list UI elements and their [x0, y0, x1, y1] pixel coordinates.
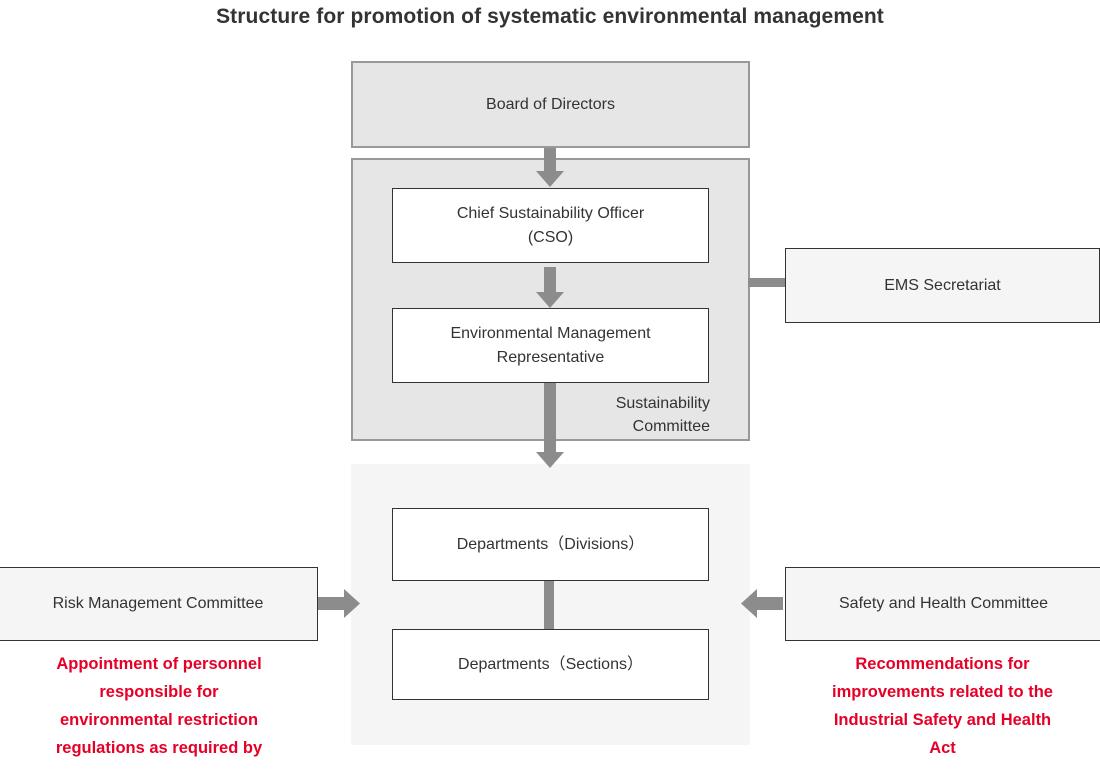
arrow-down-icon — [536, 267, 564, 308]
node-departments-divisions-label: Departments（Divisions） — [456, 535, 645, 553]
node-environmental-management-representative[interactable]: Environmental Management Representative — [392, 308, 709, 383]
arrow-down-icon — [536, 383, 564, 468]
caption-right-line-4: Act — [929, 739, 956, 757]
connector-ems-secretariat — [748, 278, 787, 287]
page-title: Structure for promotion of systematic en… — [216, 5, 884, 28]
node-risk-management-committee[interactable]: Risk Management Committee — [0, 567, 318, 641]
connector-safety-to-departments — [741, 589, 783, 618]
connector-board-to-cso — [536, 145, 564, 187]
caption-safety-health-note: Recommendations for improvements related… — [785, 650, 1100, 762]
emr-line-1: Environmental Management — [450, 325, 651, 343]
sustainability-committee-label: Sustainability Committee — [520, 392, 710, 438]
node-ems-secretariat[interactable]: EMS Secretariat — [785, 248, 1100, 323]
caption-left-line-2: responsible for — [99, 683, 219, 701]
arrow-down-icon — [536, 145, 564, 187]
caption-right-line-1: Recommendations for — [855, 655, 1030, 673]
caption-left-line-1: Appointment of personnel — [56, 655, 262, 673]
arrow-right-icon — [318, 589, 360, 618]
sustainability-committee-label-line1: Sustainability — [615, 395, 710, 412]
line-vertical-icon — [544, 580, 554, 630]
node-safety-and-health-committee[interactable]: Safety and Health Committee — [785, 567, 1100, 641]
cso-line-1: Chief Sustainability Officer — [456, 205, 645, 223]
node-chief-sustainability-officer-label: Chief Sustainability Officer (CSO) — [457, 202, 644, 248]
node-safety-and-health-committee-label: Safety and Health Committee — [839, 595, 1048, 613]
caption-right-line-2: improvements related to the — [832, 683, 1053, 701]
caption-risk-management-note: Appointment of personnel responsible for… — [0, 650, 318, 762]
node-ems-secretariat-label: EMS Secretariat — [884, 276, 1001, 294]
line-horizontal-icon — [748, 278, 787, 287]
node-departments-sections-label: Departments（Sections） — [458, 655, 643, 673]
sustainability-committee-label-line2: Committee — [632, 418, 710, 436]
node-departments-divisions[interactable]: Departments（Divisions） — [392, 508, 709, 581]
caption-right-line-3: Industrial Safety and Health — [833, 711, 1052, 729]
connector-cso-to-emr — [536, 267, 564, 308]
caption-left-line-3: environmental restriction — [59, 711, 259, 729]
caption-left-line-4: regulations as required by — [55, 739, 263, 757]
emr-line-2: Representative — [496, 348, 605, 366]
connector-divisions-to-sections — [544, 580, 554, 630]
node-departments-sections[interactable]: Departments（Sections） — [392, 629, 709, 700]
arrow-left-icon — [741, 589, 783, 618]
node-chief-sustainability-officer[interactable]: Chief Sustainability Officer (CSO) — [392, 188, 709, 263]
connector-risk-to-departments — [318, 589, 360, 618]
node-risk-management-committee-label: Risk Management Committee — [52, 595, 264, 613]
cso-line-2: (CSO) — [527, 228, 574, 246]
node-environmental-management-representative-label: Environmental Management Representative — [450, 322, 650, 368]
node-board-of-directors-label: Board of Directors — [486, 95, 615, 113]
node-board-of-directors[interactable]: Board of Directors — [351, 61, 750, 148]
connector-emr-to-departments — [536, 383, 564, 468]
